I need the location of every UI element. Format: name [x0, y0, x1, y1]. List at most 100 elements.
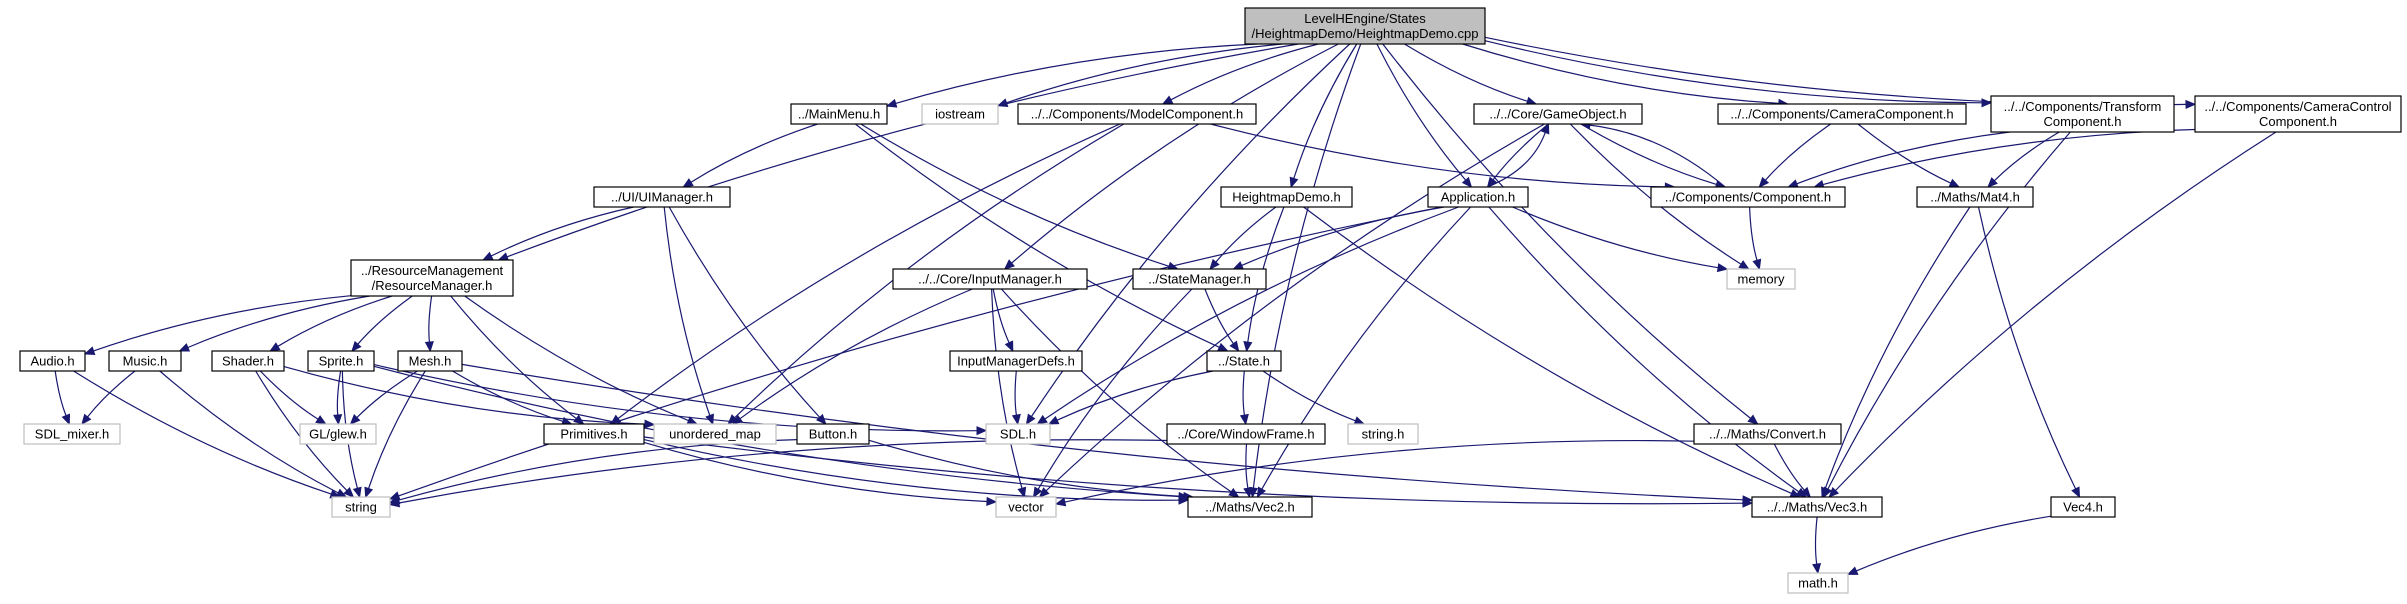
edge-line: [1484, 36, 2187, 106]
edge-audio-to-sdlmixer: [54, 370, 71, 426]
node-label: Component.h: [2259, 114, 2337, 129]
edge-root-to-resmgr: [497, 43, 1299, 261]
node-gameobject[interactable]: ../../Core/GameObject.h: [1473, 103, 1643, 125]
edge-line: [1014, 370, 1017, 416]
node-label: unordered_map: [669, 427, 761, 442]
node-audio[interactable]: Audio.h: [19, 350, 86, 372]
edge-arrowhead: [1800, 486, 1812, 498]
node-string: string: [331, 496, 391, 518]
edge-arrowhead: [2185, 99, 2197, 109]
edge-arrowhead: [497, 252, 510, 261]
edge-line: [643, 436, 1744, 505]
node-label: SDL.h: [1000, 427, 1036, 442]
node-cameracomp[interactable]: ../../Components/CameraComponent.h: [1717, 103, 1967, 125]
node-label: ../../Components/CameraComponent.h: [1730, 107, 1953, 122]
node-component[interactable]: ../Components/Component.h: [1650, 186, 1846, 208]
edge-arrowhead: [1353, 416, 1366, 425]
node-label: ../State.h: [1218, 354, 1270, 369]
edge-line: [1262, 370, 1356, 422]
node-box: [949, 350, 1083, 372]
node-vec3[interactable]: ../../Maths/Vec3.h: [1751, 496, 1883, 518]
edge-line: [54, 370, 67, 416]
node-label: math.h: [1798, 576, 1838, 591]
edge-vec4-to-math: [1846, 515, 2052, 575]
edge-line: [1056, 370, 1214, 421]
node-modelcomp[interactable]: ../../Components/ModelComponent.h: [1017, 103, 1257, 125]
node-cameracontrol[interactable]: ../../Components/CameraControlComponent.…: [2194, 95, 2402, 133]
edge-line: [1170, 43, 1319, 101]
node-inputmgr[interactable]: ../../Core/InputManager.h: [892, 268, 1088, 290]
edge-line: [855, 123, 1220, 348]
node-label: ../MainMenu.h: [798, 107, 880, 122]
node-sdlmixer: SDL_mixer.h: [23, 423, 121, 445]
node-music[interactable]: Music.h: [108, 350, 182, 372]
edge-line: [368, 370, 426, 489]
edge-primitives-to-vec3: [643, 436, 1754, 508]
edge-line: [734, 123, 1125, 419]
edge-arrowhead: [1461, 176, 1473, 188]
edge-arrowhead: [976, 426, 988, 436]
edge-line: [1064, 439, 1695, 503]
node-statemgr[interactable]: ../StateManager.h: [1132, 268, 1267, 290]
node-box: [350, 259, 514, 297]
edge-arrowhead: [1054, 497, 1067, 507]
node-resmgr[interactable]: ../ResourceManagement/ResourceManager.h: [350, 259, 514, 297]
node-uimanager[interactable]: ../UI/UIManager.h: [593, 186, 731, 208]
edge-windowframe-to-string: [388, 439, 1168, 508]
node-shader[interactable]: Shader.h: [211, 350, 285, 372]
node-vec2[interactable]: ../Maths/Vec2.h: [1187, 496, 1313, 518]
node-box: [1220, 186, 1353, 208]
node-windowframe[interactable]: ../Core/WindowFrame.h: [1166, 423, 1326, 445]
edge-resmgr-to-audio: [83, 295, 352, 356]
edge-resmgr-to-unorderedmap: [464, 295, 699, 425]
edge-line: [690, 123, 818, 183]
edge-line: [1242, 370, 1245, 416]
edge-uimanager-to-button: [668, 206, 827, 425]
node-state[interactable]: ../State.h: [1206, 350, 1282, 372]
node-label: Vec4.h: [2063, 500, 2103, 515]
node-mat4[interactable]: ../Maths/Mat4.h: [1916, 186, 2034, 208]
edge-line: [1404, 43, 1528, 102]
edge-windowframe-to-vec2: [1243, 443, 1253, 499]
node-root[interactable]: LevelHEngine/States/HeightmapDemo/Height…: [1244, 7, 1486, 45]
node-convert[interactable]: ../../Maths/Convert.h: [1693, 423, 1842, 445]
node-sprite[interactable]: Sprite.h: [307, 350, 375, 372]
node-label: iostream: [935, 107, 985, 122]
node-label: ../../Core/InputManager.h: [918, 272, 1062, 287]
node-mesh[interactable]: Mesh.h: [397, 350, 463, 372]
node-label: Primitives.h: [560, 427, 627, 442]
node-heightmapdemo[interactable]: HeightmapDemo.h: [1220, 186, 1353, 208]
edge-arrowhead: [1011, 413, 1021, 426]
edge-arrowhead: [2071, 486, 2081, 499]
edge-arrowhead: [1025, 413, 1036, 426]
node-button[interactable]: Button.h: [796, 423, 870, 445]
edge-root-to-convert: [1382, 43, 1759, 425]
edge-line: [336, 370, 342, 416]
node-box: [543, 423, 645, 445]
node-primitives[interactable]: Primitives.h: [543, 423, 645, 445]
edge-mainmenu-to-uimanager: [682, 123, 818, 188]
edge-arrowhead: [352, 486, 362, 499]
node-vec4[interactable]: Vec4.h: [2050, 496, 2116, 518]
edge-line: [1376, 43, 1467, 181]
node-mainmenu[interactable]: ../MainMenu.h: [790, 103, 888, 125]
edge-music-to-sdlmixer: [81, 370, 136, 426]
node-box: [299, 423, 377, 445]
node-box: [1990, 95, 2175, 133]
edge-arrowhead: [178, 343, 191, 352]
edge-arrowhead: [1017, 486, 1027, 499]
edge-mat4-to-vec3: [1821, 206, 1971, 499]
edge-arrowhead: [1758, 176, 1770, 188]
node-inputdefs[interactable]: InputManagerDefs.h: [949, 350, 1083, 372]
edge-arrowhead: [1161, 95, 1174, 105]
node-box: [653, 423, 777, 445]
edge-line: [1857, 123, 1952, 184]
node-application[interactable]: Application.h: [1427, 186, 1529, 208]
edge-arrowhead: [1981, 98, 1993, 108]
edge-line: [1000, 288, 1232, 493]
edge-application-to-vec2: [1256, 206, 1472, 499]
node-vector: vector: [995, 496, 1057, 518]
edge-line: [93, 295, 352, 352]
edge-line: [428, 295, 433, 343]
